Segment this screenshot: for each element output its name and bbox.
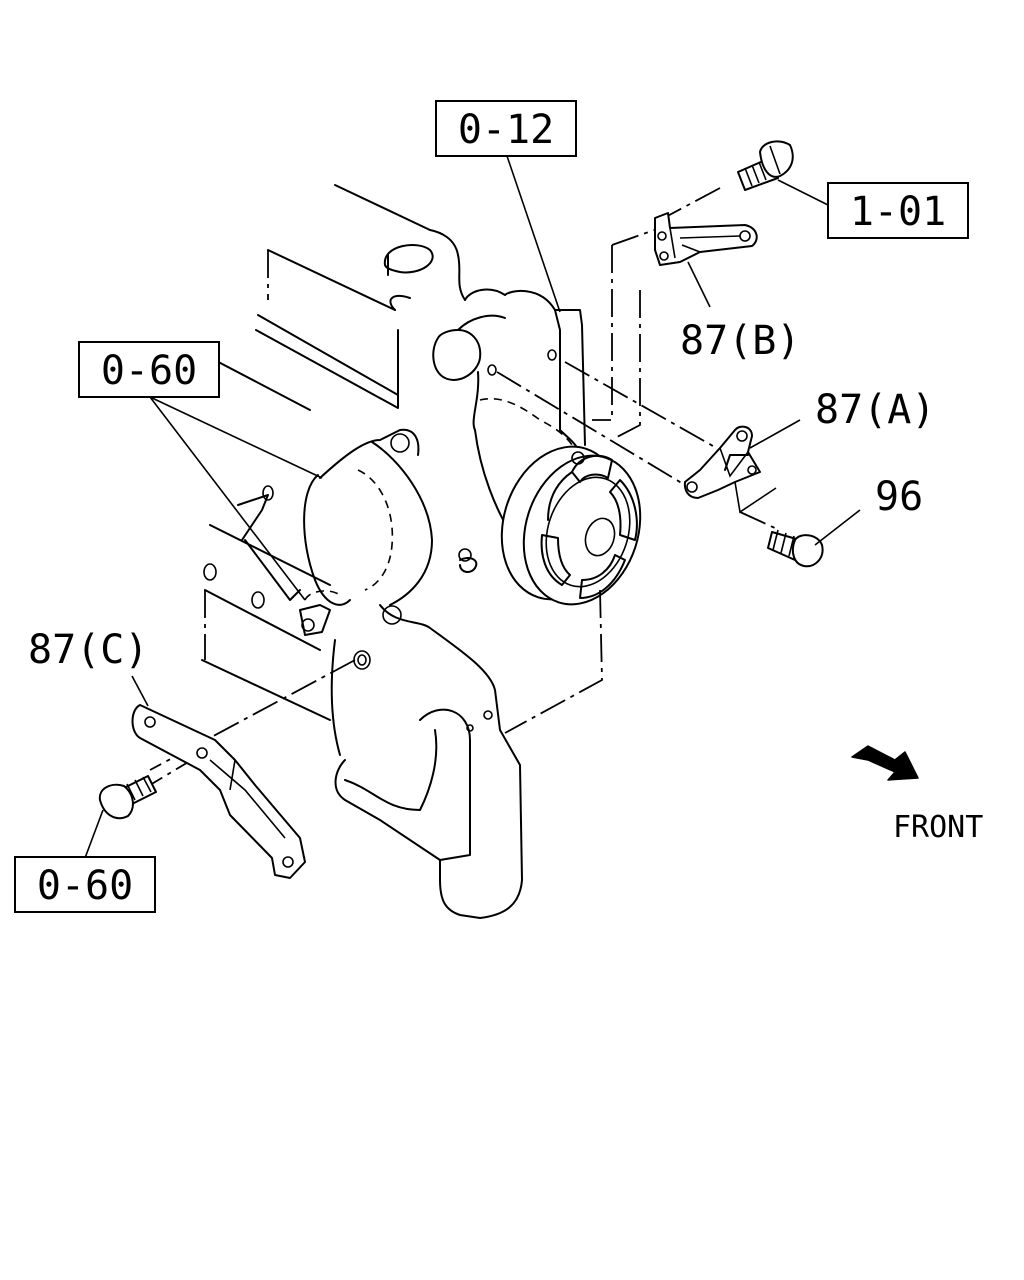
callout-1-01-text: 1-01 xyxy=(850,189,946,235)
part-label-87a: 87(A) xyxy=(815,387,935,433)
engine-block xyxy=(201,184,431,721)
bracket-87b xyxy=(654,212,758,266)
callout-0-60-upper[interactable]: 0-60 xyxy=(78,341,220,398)
part-label-87c: 87(C) xyxy=(28,627,148,673)
front-label: FRONT xyxy=(893,810,983,845)
mounting-bosses xyxy=(299,590,371,670)
water-pump-pulley xyxy=(458,445,642,606)
leader-lines xyxy=(84,155,861,859)
timing-cover xyxy=(303,229,523,919)
part-label-87b: 87(B) xyxy=(680,318,800,364)
callout-1-01[interactable]: 1-01 xyxy=(827,182,969,239)
callout-0-12-text: 0-12 xyxy=(458,107,554,153)
bolt-0-60-lower xyxy=(98,775,157,820)
callout-0-60-upper-text: 0-60 xyxy=(101,348,197,394)
bracket-87c xyxy=(131,704,306,879)
bolt-1-01 xyxy=(737,140,794,191)
callout-0-60-lower[interactable]: 0-60 xyxy=(14,856,156,913)
part-label-96: 96 xyxy=(875,474,923,520)
callout-0-60-lower-text: 0-60 xyxy=(37,863,133,909)
bracket-87a xyxy=(683,425,777,514)
bolt-96 xyxy=(767,529,824,568)
front-indicator: FRONT xyxy=(851,745,983,845)
front-arrow-icon xyxy=(851,745,919,781)
assembly-guides xyxy=(149,187,776,786)
callout-0-12[interactable]: 0-12 xyxy=(435,100,577,157)
